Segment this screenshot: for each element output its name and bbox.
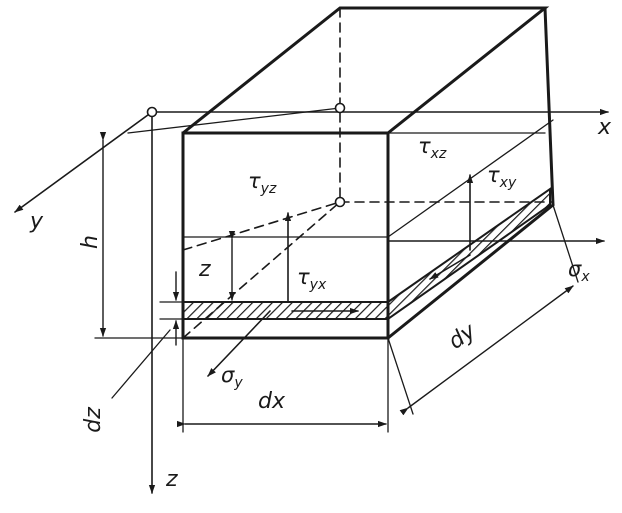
sigma-x-label: σx bbox=[568, 257, 590, 285]
y-axis bbox=[14, 111, 153, 213]
reference-lines bbox=[94, 107, 579, 433]
dz-label: dz bbox=[81, 407, 106, 433]
center-point-marker bbox=[334, 196, 346, 208]
dx-label: dx bbox=[258, 389, 286, 414]
tau-yx-label: τyx bbox=[297, 265, 327, 293]
tau-xy-arrow bbox=[429, 254, 471, 280]
sigma-y-label: σy bbox=[221, 363, 243, 391]
tau-xz-label: τxz bbox=[418, 134, 447, 162]
dy-label: dy bbox=[444, 318, 481, 355]
tau-xy-label: τxy bbox=[487, 163, 517, 191]
z-axis-label: z bbox=[165, 467, 178, 492]
x-axis-label: x bbox=[597, 115, 612, 140]
dy-dimension bbox=[399, 285, 574, 416]
h-label: h bbox=[78, 235, 103, 249]
tau-yz-label: τyz bbox=[248, 169, 277, 197]
y-axis-label: y bbox=[29, 209, 44, 234]
hatched-layer-side bbox=[387, 187, 551, 321]
z-depth-label: z bbox=[198, 257, 211, 282]
top-point-marker bbox=[334, 102, 346, 114]
sigma-y-arrow bbox=[207, 310, 271, 377]
box-top-face bbox=[181, 6, 550, 135]
origin-point-marker bbox=[146, 106, 158, 118]
box-back-right-edge bbox=[543, 6, 555, 207]
